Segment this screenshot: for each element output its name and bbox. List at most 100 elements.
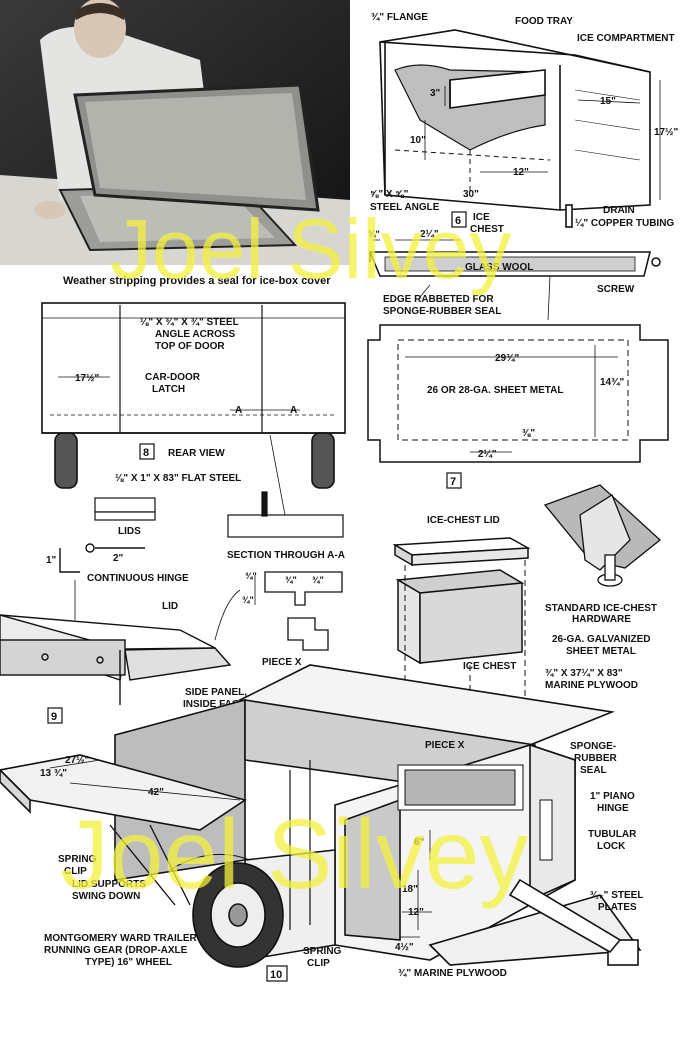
fig7-labels: 29¾" 26 OR 28-GA. SHEET METAL 14¾" ⅜" 2¼… (427, 353, 624, 489)
fig6-dim-3: 3" (430, 88, 441, 99)
fig10-plates-line1: ³⁄₁₆" STEEL (590, 890, 643, 901)
fig8-rear-view (41, 302, 346, 516)
fig10-dim-4-5: 4½" (395, 942, 414, 953)
fig6-dim-30: 30" (463, 189, 479, 200)
fig10-seal-line1: SPONGE- (570, 741, 616, 752)
lid-section (368, 239, 661, 321)
fig10-lock-line2: LOCK (597, 841, 626, 852)
fig7-sheet-metal-label: 26 OR 28-GA. SHEET METAL (427, 385, 564, 396)
fig6-labels: ¾" FLANGE FOOD TRAY ICE COMPARTMENT 3" 1… (370, 12, 678, 235)
fig10-gear-line1: MONTGOMERY WARD TRAILER (44, 933, 198, 944)
fig10-dim-27-5: 27½" (65, 755, 89, 766)
px-dim-3-4d: ¾" (242, 595, 254, 605)
fig10-dim-42: 42" (148, 787, 164, 798)
fig9-dim-2: 2" (113, 553, 124, 564)
photo-caption: Weather stripping provides a seal for ic… (63, 275, 331, 287)
lid-edge-line1: EDGE RABBETED FOR (383, 294, 494, 305)
fig10-piano-line1: 1" PIANO (590, 791, 635, 802)
fig6-steel-angle-label: STEEL ANGLE (370, 202, 440, 213)
fig10-plywood-top-line1: ¾" X 37¼" X 83" (545, 668, 623, 679)
fig6-ice-compartment-label: ICE COMPARTMENT (577, 33, 675, 44)
fig7-dim-14-3-4: 14¾" (600, 377, 624, 388)
watermark-bottom: Joel Silvey (60, 799, 528, 909)
piece-x-label: PIECE X (262, 657, 302, 668)
fig10-lid-supports-line1: LID SUPPORTS (72, 879, 146, 890)
fig6-title-line1: ICE (473, 212, 490, 223)
fig10-plates-line2: PLATES (598, 902, 637, 913)
fig9-side-panel-line1: SIDE PANEL, (185, 687, 247, 698)
fig10-dim-12: 12" (408, 907, 424, 918)
fig10-galv-line2: SHEET METAL (566, 646, 636, 657)
fig8-section-title: SECTION THROUGH A-A (227, 550, 345, 561)
fig6-food-tray-label: FOOD TRAY (515, 16, 573, 27)
fig10-piece-x: PIECE X (425, 740, 465, 751)
fig10-piano-line2: HINGE (597, 803, 629, 814)
fig9-dim-1: 1" (46, 555, 57, 566)
fig6-ice-chest (379, 29, 661, 228)
fig10-gear-line3: TYPE) 16" WHEEL (85, 957, 172, 968)
lid-edge-line2: SPONGE-RUBBER SEAL (383, 306, 501, 317)
fig8-latch-line2: LATCH (152, 384, 185, 395)
fig10-spring-clip-1-line2: CLIP (64, 866, 87, 877)
fig10-plywood-bottom: ¾" MARINE PLYWOOD (398, 968, 507, 979)
lid-dim-2-1-4: 2¼" (420, 229, 439, 240)
fig8-lids: LIDS (118, 526, 141, 537)
fig10-ice-chest: ICE CHEST (463, 661, 516, 672)
fig8-steel-angle-line2: ANGLE ACROSS (155, 329, 236, 340)
flat-steel-detail (94, 491, 344, 538)
fig9-hinge-detail (0, 543, 241, 705)
fig10-seal-line2: RUBBER (574, 753, 618, 764)
fig8-steel-angle-line3: TOP OF DOOR (155, 341, 225, 352)
photo: Weather stripping provides a seal for ic… (0, 0, 350, 287)
fig8-latch-line1: CAR-DOOR (145, 372, 201, 383)
fig10-dim-18: 18" (402, 884, 418, 895)
trailer-body (0, 664, 642, 968)
fig8-steel-angle-line1: ⅛" X ¾" X ¾" STEEL (140, 317, 239, 328)
fig6-dim-10: 10" (410, 135, 426, 146)
px-dim-3-4b: ¾" (285, 575, 297, 585)
fig10-ice-chest-lid: ICE-CHEST LID (427, 515, 500, 526)
fig9-number: 9 (51, 711, 57, 723)
fig10-hardware-line1: STANDARD ICE-CHEST (545, 603, 657, 614)
fig6-steel-angle-dims: ⅝" X ⅝" (370, 189, 409, 200)
fig10-dim-6: 6" (414, 837, 425, 848)
fig8-flat-steel: ⅛" X 1" X 83" FLAT STEEL (115, 473, 241, 484)
lid-screw: SCREW (597, 284, 635, 295)
fig8-number: 8 (143, 447, 149, 459)
fig10-galv-line1: 26-GA. GALVANIZED (552, 634, 651, 645)
fig10-hardware-line2: HARDWARE (572, 614, 631, 625)
fig10-dim-13-3-4: 13 ¾" (40, 768, 67, 779)
fig7-dim-3-8: ⅜" (522, 428, 535, 439)
fig7-dim-2-1-4: 2¼" (478, 449, 497, 460)
fig10-spring-clip-1-line1: SPRING (58, 854, 97, 865)
fig9-labels: 1" 2" CONTINUOUS HINGE LID SIDE PANEL, I… (46, 553, 247, 724)
px-dim-3-4a: ¾" (245, 571, 257, 581)
fig6-drain-label: DRAIN (603, 205, 635, 216)
lid-section-labels: ¾" 2¼" GLASS WOOL SCREW EDGE RABBETED FO… (368, 229, 635, 317)
fig9-hinge-label: CONTINUOUS HINGE (87, 573, 189, 584)
fig6-dim-12: 12" (513, 167, 529, 178)
fig10-gear-line2: RUNNING GEAR (DROP-AXLE (44, 945, 188, 956)
fig8-section-a1: A (235, 405, 242, 416)
watermark: Joel Silvey Joel Silvey (60, 202, 528, 909)
fig10-spring-clip-2-line1: SPRING (303, 946, 342, 957)
fig8-dim-17-5: 17½" (75, 373, 99, 384)
fig10-number: 10 (270, 969, 282, 981)
fig7-dim-29-3-4: 29¾" (495, 353, 519, 364)
fig8-title: REAR VIEW (168, 448, 225, 459)
px-dim-3-4c: ¾" (312, 575, 324, 585)
fig10-lid-supports-line2: SWING DOWN (72, 891, 140, 902)
lid-dim-3-4: ¾" (368, 229, 380, 239)
fig8-section-a2: A (290, 405, 297, 416)
fig10-lock-line1: TUBULAR (588, 829, 637, 840)
fig10-spring-clip-2-line2: CLIP (307, 958, 330, 969)
fig8-labels: ⅛" X ¾" X ¾" STEEL ANGLE ACROSS TOP OF D… (75, 317, 345, 561)
fig6-flange-label: ¾" FLANGE (371, 12, 428, 23)
fig10-labels: ICE-CHEST LID STANDARD ICE-CHEST HARDWAR… (40, 515, 657, 982)
fig6-number: 6 (455, 215, 461, 227)
watermark-top: Joel Silvey (110, 202, 512, 296)
fig9-side-panel-line2: INSIDE FACE (183, 699, 246, 710)
fig7-number: 7 (450, 476, 456, 488)
piece-x-labels: ¾" ¾" ¾" ¾" PIECE X (242, 571, 324, 668)
